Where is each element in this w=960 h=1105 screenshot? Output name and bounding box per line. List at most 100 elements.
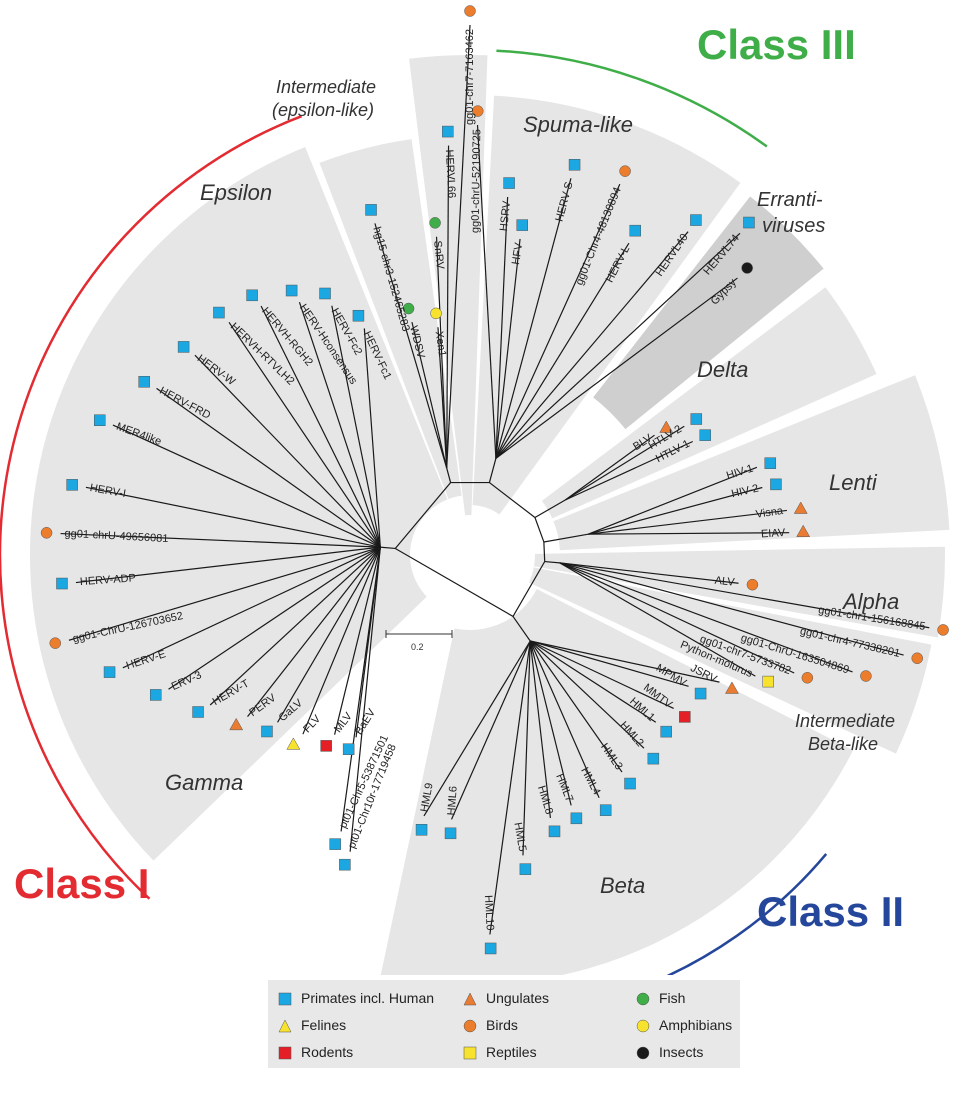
- branch-blv: [564, 434, 655, 501]
- branch-hervl74: [495, 232, 741, 459]
- tree-backbone: [394, 481, 546, 618]
- clade-wedge-lenti: [553, 375, 950, 551]
- hub-branch-gamma: [380, 546, 396, 550]
- branch-herv-i: [85, 486, 381, 548]
- group-label-intermediate-beta-1: Intermediate: [795, 711, 895, 731]
- marker-gypsy: [741, 262, 753, 274]
- leaf-label-alv: ALV: [714, 575, 736, 589]
- marker-hml2: [647, 752, 660, 765]
- clade-wedge-epsilon: [319, 139, 462, 499]
- marker-hsrv: [503, 177, 515, 189]
- group-label-beta: Beta: [600, 873, 645, 898]
- group-label-intermediate-epsilon-1: Intermediate: [276, 77, 376, 97]
- marker-galv: [261, 725, 273, 738]
- branch-flv: [302, 546, 381, 735]
- branch-mpmv: [530, 640, 689, 687]
- hub-branch-alpha: [544, 560, 560, 564]
- branch-hervh-rtvlh2: [228, 321, 381, 548]
- marker-gg01-chr7-5733782: [801, 672, 814, 684]
- legend-item-reptiles: Reptiles: [463, 1044, 537, 1060]
- marker-python-molurus: [762, 675, 774, 688]
- legend-item-amphibians: Amphibians: [636, 1017, 732, 1033]
- legend-circle-icon: [463, 1020, 477, 1033]
- branch-herv-s: [495, 178, 572, 459]
- branch-pt01-chr10r-17719458: [349, 547, 381, 852]
- legend-triangle-icon: [463, 992, 477, 1006]
- branch-htlv-2: [564, 425, 685, 501]
- legend-item-birds: Birds: [463, 1017, 518, 1033]
- marker-gg01-chru-52190725: [471, 105, 484, 117]
- marker-herv-w: [177, 341, 190, 353]
- branch-hml9: [423, 640, 531, 817]
- marker-hervl74: [743, 216, 755, 229]
- leaf-label-visna: Visna: [755, 505, 785, 521]
- branch-herv-e: [122, 546, 381, 669]
- marker-flv: [286, 737, 301, 750]
- branch-hml10: [489, 640, 531, 935]
- legend-circle-icon: [636, 993, 650, 1006]
- group-label-erranti-2: viruses: [762, 215, 825, 237]
- branch-herv-w: [194, 354, 381, 548]
- legend-square-icon: [278, 993, 292, 1006]
- branch-hfv: [495, 238, 521, 459]
- hub-branch-beta: [512, 616, 531, 642]
- marker-hml5: [519, 863, 532, 875]
- marker-herv-fc1: [352, 309, 365, 322]
- branch-hervh-rgh2: [260, 305, 381, 548]
- marker-mmtv: [679, 711, 691, 723]
- hub-branch-lenti: [543, 533, 589, 543]
- marker-htlv-1: [699, 429, 711, 441]
- branch-hg15-chr3-152465283: [374, 223, 448, 469]
- legend-triangle-icon: [278, 1019, 292, 1033]
- branch-hervl40: [495, 231, 689, 459]
- hub-branch-delta: [534, 499, 566, 519]
- marker-perv: [229, 717, 244, 731]
- legend-label: Insects: [659, 1044, 704, 1060]
- group-label-erranti-1: Erranti-: [757, 189, 823, 211]
- branch-herv-hconsensus: [298, 301, 381, 548]
- clade-wedge-intermediate-beta: [528, 567, 932, 754]
- marker-herv-adp: [56, 577, 68, 590]
- branch-mer4like: [112, 424, 381, 548]
- group-label-intermediate-epsilon-2: (epsilon-like): [272, 100, 374, 120]
- branch-gg01-chru-126703652: [68, 546, 381, 641]
- leaf-label-hfv: HFV: [510, 241, 525, 265]
- marker-gg01-chru-163504869: [860, 670, 872, 682]
- class-arcs: [0, 49, 828, 975]
- marker-herv-hconsensus: [285, 284, 298, 297]
- legend-item-primates-incl-human: Primates incl. Human: [278, 990, 434, 1006]
- branch-gg01-chr4-48130894: [495, 183, 621, 459]
- marker-hml9: [415, 824, 428, 836]
- leaf-label-herv-adp: HERV-ADP: [80, 572, 137, 588]
- marker-gg01-chr7-7163462: [464, 5, 476, 17]
- branch-gypsy: [495, 277, 738, 459]
- marker-hml1: [660, 725, 672, 738]
- hub-branch-spuma: [488, 458, 497, 483]
- marker-pt01-chr10r-17719458: [339, 858, 351, 871]
- branch-gg01-chr4-77338201: [559, 562, 904, 656]
- marker-herv-s: [568, 159, 581, 171]
- marker-herv-e: [103, 666, 116, 678]
- clade-wedges: [30, 55, 950, 975]
- branch-mmtv: [529, 640, 674, 710]
- legend-item-ungulates: Ungulates: [463, 990, 549, 1006]
- leaf-label-hml9: HML9: [419, 782, 436, 813]
- marker-hiv-1: [764, 457, 777, 469]
- group-label-gamma: Gamma: [165, 770, 243, 795]
- clade-wedge-alpha: [534, 546, 945, 638]
- branch-hsrv: [495, 196, 509, 459]
- scale-bar-label: 0.2: [411, 642, 424, 652]
- marker-gg01-chru-126703652: [49, 637, 62, 649]
- class-label-class3: Class III: [697, 21, 856, 68]
- marker-wdsv: [402, 302, 415, 315]
- legend-label: Reptiles: [486, 1044, 537, 1060]
- marker-gg01-chr4-77338201: [911, 652, 923, 665]
- branch-visna: [588, 509, 787, 535]
- leaf-label-gg01-chr7-7163462: gg01-chr7-7163462: [464, 29, 476, 125]
- branch-herv-adp: [75, 546, 381, 584]
- marker-xen1: [430, 307, 442, 320]
- branch-hiv-1: [587, 466, 758, 535]
- leaf-label-snrv: SnRV: [431, 240, 446, 270]
- branch-pt01-chr5-53871501: [340, 547, 381, 832]
- clade-wedge-spuma: [472, 95, 741, 515]
